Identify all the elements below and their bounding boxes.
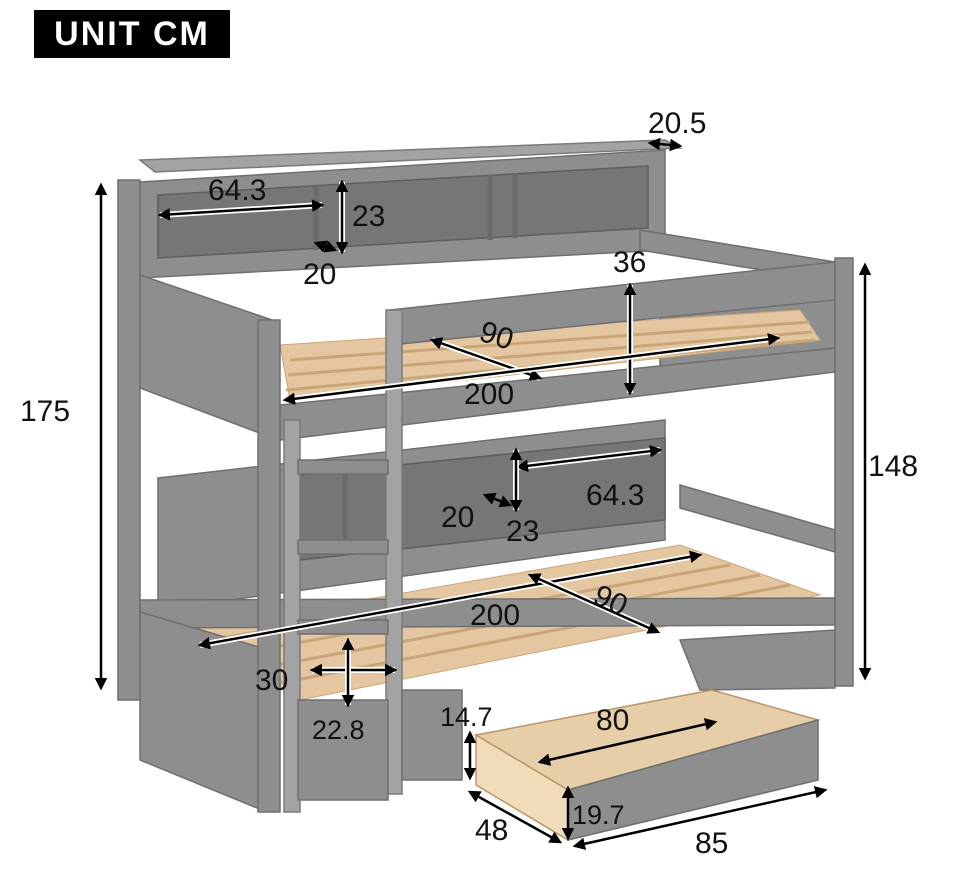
dim-drawer-height-front: 14.7 bbox=[440, 702, 493, 732]
back-left-post bbox=[117, 179, 141, 701]
dim-side-height: 148 bbox=[868, 450, 918, 483]
dim-step-height: 22.8 bbox=[312, 715, 365, 745]
drawer bbox=[473, 689, 821, 842]
dim-shelf-width-lower: 64.3 bbox=[586, 479, 644, 512]
dim-shelf-depth-top: 20.5 bbox=[648, 107, 706, 140]
unit-label-badge: UNIT CM bbox=[34, 10, 230, 58]
upper-bookshelf-back bbox=[157, 165, 649, 259]
dim-drawer-width: 85 bbox=[695, 827, 728, 860]
dim-shelf-inner-lower: 20 bbox=[441, 501, 474, 534]
front-left-post bbox=[257, 319, 281, 813]
dim-total-height: 175 bbox=[20, 395, 70, 428]
dim-step-depth: 30 bbox=[255, 664, 288, 697]
dim-mattress-length-lower: 200 bbox=[470, 599, 520, 632]
dim-guardrail-height: 36 bbox=[613, 246, 646, 279]
dim-mattress-length-upper: 200 bbox=[464, 378, 514, 411]
dim-drawer-width-inner: 80 bbox=[596, 704, 629, 737]
dimension-arrows bbox=[94, 137, 872, 850]
dim-shelf-height-lower: 23 bbox=[506, 515, 539, 548]
dim-shelf-inner-upper: 20 bbox=[303, 258, 336, 291]
dim-shelf-width-upper: 64.3 bbox=[208, 174, 266, 207]
dim-drawer-height-side: 19.7 bbox=[572, 800, 625, 830]
dim-drawer-depth: 48 bbox=[475, 814, 508, 847]
dim-shelf-height-upper: 23 bbox=[352, 200, 385, 233]
dimension-labels: 20.5 64.3 23 20 36 90 200 175 148 64.3 2… bbox=[20, 107, 918, 860]
bed-illustration bbox=[117, 139, 854, 842]
step-box bbox=[297, 699, 389, 801]
front-right-post bbox=[834, 257, 854, 687]
